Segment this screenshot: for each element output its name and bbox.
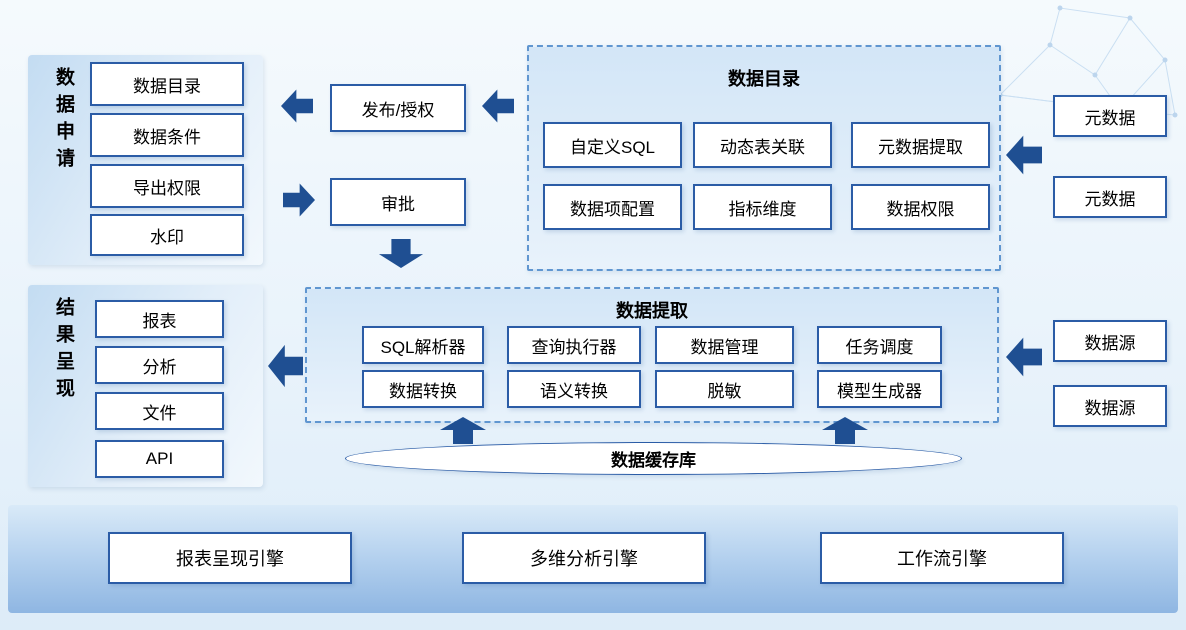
node-query-executor: 查询执行器 <box>507 326 641 364</box>
node-data-cache-store: 数据缓存库 <box>345 442 962 475</box>
node-api: API <box>95 440 224 478</box>
node-desensitization: 脱敏 <box>655 370 794 408</box>
node-metadata-1: 元数据 <box>1053 95 1167 137</box>
node-indicator-dimension: 指标维度 <box>693 184 832 230</box>
node-olap-engine: 多维分析引擎 <box>462 532 706 584</box>
node-metadata-extraction: 元数据提取 <box>851 122 990 168</box>
node-semantic-transform: 语义转换 <box>507 370 641 408</box>
node-data-management: 数据管理 <box>655 326 794 364</box>
node-data-catalog-request: 数据目录 <box>90 62 244 106</box>
node-workflow-engine: 工作流引擎 <box>820 532 1064 584</box>
node-metadata-2: 元数据 <box>1053 176 1167 218</box>
node-model-generator: 模型生成器 <box>817 370 942 408</box>
node-task-scheduling: 任务调度 <box>817 326 942 364</box>
node-file: 文件 <box>95 392 224 430</box>
node-report: 报表 <box>95 300 224 338</box>
node-data-conditions: 数据条件 <box>90 113 244 157</box>
arrow-metadata-to-catalog <box>1006 134 1042 176</box>
arrow-catalog-to-publish <box>482 88 514 124</box>
node-data-source-2: 数据源 <box>1053 385 1167 427</box>
arrow-extraction-to-results <box>268 343 303 389</box>
arrow-application-to-approval <box>283 182 315 218</box>
arrow-approval-down <box>377 239 425 268</box>
node-report-engine: 报表呈现引擎 <box>108 532 352 584</box>
node-publish-authorize: 发布/授权 <box>330 84 466 132</box>
node-data-permissions: 数据权限 <box>851 184 990 230</box>
node-dynamic-table-join: 动态表关联 <box>693 122 832 168</box>
container-title-data-extraction: 数据提取 <box>616 301 688 321</box>
node-analysis: 分析 <box>95 346 224 384</box>
node-sql-parser: SQL解析器 <box>362 326 484 364</box>
node-approval: 审批 <box>330 178 466 226</box>
node-data-source-1: 数据源 <box>1053 320 1167 362</box>
node-custom-sql: 自定义SQL <box>543 122 682 168</box>
container-title-data-catalog: 数据目录 <box>728 69 800 89</box>
node-data-item-config: 数据项配置 <box>543 184 682 230</box>
node-export-permissions: 导出权限 <box>90 164 244 208</box>
node-data-transform: 数据转换 <box>362 370 484 408</box>
arrow-publish-to-application <box>281 88 313 124</box>
node-watermark: 水印 <box>90 214 244 256</box>
group-label-result-presentation: 结果呈现 <box>53 297 74 405</box>
arrow-sources-to-extraction <box>1006 336 1042 378</box>
arrow-cache-to-extraction-left <box>438 417 488 444</box>
arrow-cache-to-extraction-right <box>820 417 870 444</box>
group-label-data-application: 数据申请 <box>53 67 74 175</box>
